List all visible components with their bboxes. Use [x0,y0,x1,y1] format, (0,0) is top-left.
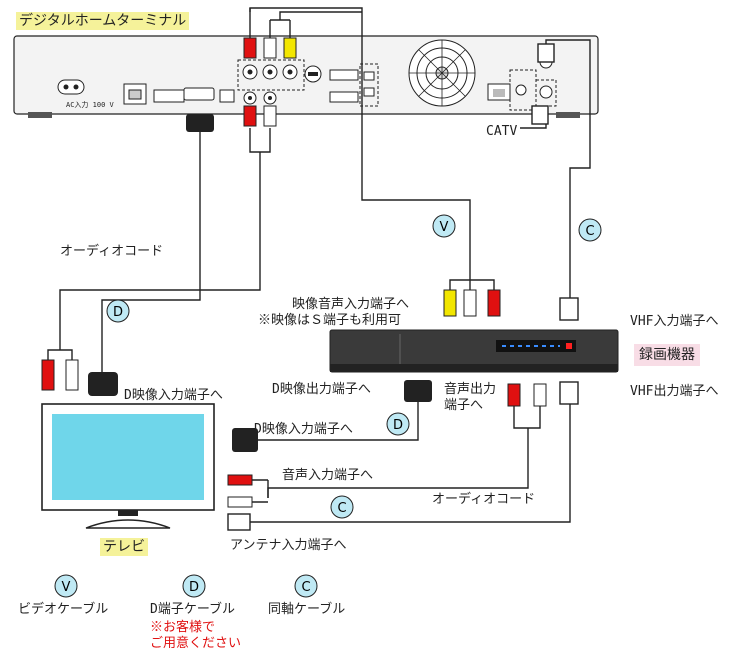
recorder-label: 録画機器 [634,344,700,366]
svg-text:C: C [337,501,346,516]
badge-c-top: C [578,218,602,242]
badge-d-middle: D [386,412,410,436]
tv-audio-plugs-top [41,359,79,391]
recorder-input-plugs [443,289,579,321]
ac-input-label: AC入力 100 V [66,101,114,109]
legend-badge-v: V [54,574,78,598]
set-top-box [13,35,599,118]
recorder-device [329,329,619,373]
stb-coax-plug-catv [531,105,549,125]
svg-text:C: C [585,224,594,239]
vhf-in-label: VHF入力端子へ [630,314,719,329]
video-audio-in-label: 映像音声入力端子へ [292,297,410,312]
svg-text:D: D [189,580,199,595]
legend-badge-d: D [182,574,206,598]
legend-note-line2: ご用意ください [150,636,242,651]
stb-d-plug [186,114,214,132]
legend-coax-cable: 同軸ケーブル [268,602,346,617]
stb-lower-plugs [243,105,277,127]
audio-cord-bottom-label: オーディオコード [432,492,536,507]
audio-cord-top-label: オーディオコード [60,244,164,259]
svg-text:C: C [301,580,310,595]
badge-v-top: V [432,214,456,238]
cables [47,7,591,523]
svg-text:D: D [393,418,403,433]
legend-note-line1: ※お客様で [150,620,216,635]
tv-d-plug-top [88,372,118,396]
catv-label: CATV [486,124,518,139]
svg-text:V: V [62,580,71,595]
d-video-in-left-label: D映像入力端子へ [124,388,223,403]
d-video-in-tv-label: D映像入力端子へ [254,422,353,437]
audio-out-label-2: 端子へ [444,398,484,413]
television [41,403,215,529]
legend-d-cable: D端子ケーブル [150,602,236,617]
stb-title: デジタルホームターミナル [16,12,190,30]
legend-video-cable: ビデオケーブル [18,602,109,617]
audio-out-label-1: 音声出力 [444,382,497,397]
svg-text:V: V [440,220,449,235]
badge-c-middle: C [330,495,354,519]
legend-badge-c: C [294,574,318,598]
recorder-output-plugs [404,380,579,407]
stb-coax-plug-out [537,43,555,63]
tv-coax-plug [227,513,251,531]
s-terminal-note: ※映像はＳ端子も利用可 [258,313,402,328]
stb-top-plugs [243,37,297,59]
tv-d-plug-side [232,428,258,452]
svg-text:D: D [113,305,123,320]
badge-d-left: D [106,299,130,323]
vhf-out-label: VHF出力端子へ [630,384,719,399]
d-video-out-label: D映像出力端子へ [272,382,371,397]
antenna-in-label: アンテナ入力端子へ [230,538,347,553]
tv-audio-plugs-side [227,474,253,508]
audio-in-label: 音声入力端子へ [282,468,374,483]
tv-label: テレビ [100,538,148,556]
